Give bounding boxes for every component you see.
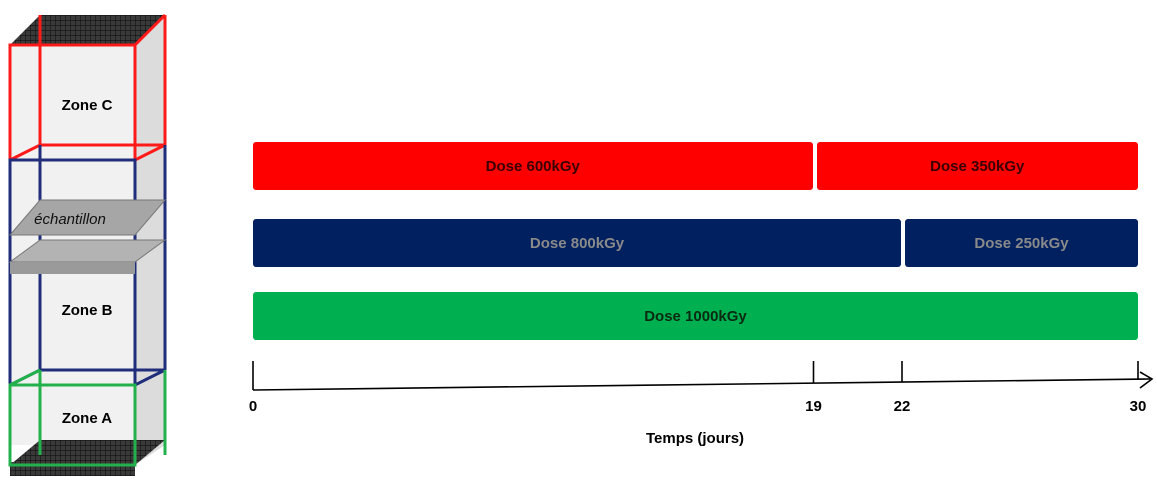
axis-title: Temps (jours) bbox=[645, 430, 745, 447]
dose-bar-zone-c-2: Dose 350kGy bbox=[816, 142, 1138, 190]
dose-bar-label: Dose 250kGy bbox=[974, 234, 1069, 252]
zone-a-frame bbox=[8, 368, 167, 467]
sample-plate bbox=[8, 199, 167, 274]
zone-b-label: Zone B bbox=[61, 302, 113, 319]
zone-a-label: Zone A bbox=[61, 410, 113, 427]
dose-bar-zone-b-1: Dose 800kGy bbox=[253, 219, 901, 267]
dose-bar-zone-a-1: Dose 1000kGy bbox=[253, 292, 1138, 340]
dose-bar-zone-b-2: Dose 250kGy bbox=[905, 219, 1138, 267]
tick-label: 0 bbox=[248, 398, 258, 415]
top-grid bbox=[10, 15, 165, 45]
tick-label: 19 bbox=[805, 398, 822, 415]
sample-label: échantillon bbox=[34, 211, 106, 228]
dose-bar-zone-c-1: Dose 600kGy bbox=[253, 142, 813, 190]
zone-c-label: Zone C bbox=[61, 97, 113, 114]
dose-bar-label: Dose 350kGy bbox=[930, 157, 1025, 175]
dose-bar-label: Dose 600kGy bbox=[485, 157, 580, 175]
irradiation-stack-diagram bbox=[8, 13, 167, 476]
tick-label: 30 bbox=[1129, 398, 1147, 415]
dose-bar-label: Dose 800kGy bbox=[529, 234, 625, 252]
tick-label: 22 bbox=[893, 398, 911, 415]
axis-arrow-icon bbox=[1139, 371, 1154, 389]
time-axis-line bbox=[252, 378, 1151, 391]
dose-bar-label: Dose 1000kGy bbox=[644, 307, 747, 325]
bottom-grid bbox=[10, 440, 165, 465]
